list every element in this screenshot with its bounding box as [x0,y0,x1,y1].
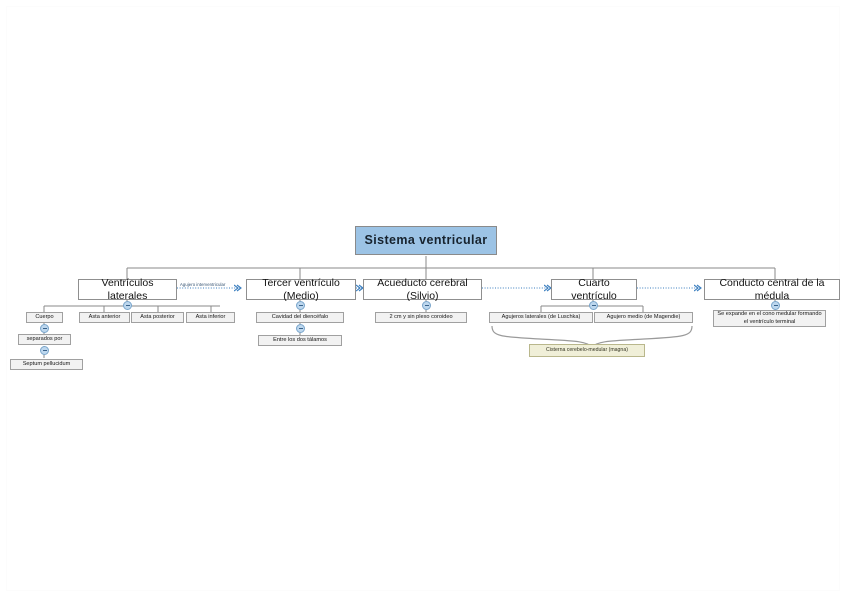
collapse-toggle-acueducto-cerebral[interactable] [422,301,431,310]
collapse-toggle-tercer-ventriculo[interactable] [296,301,305,310]
collapse-toggle-cuerpo[interactable] [40,324,49,333]
node-label: Ventrículos laterales [101,277,154,302]
node-label: Acueducto cerebral (Silvio) [377,277,468,302]
node-label: Asta posterior [140,314,175,321]
node-cuarto-ventriculo[interactable]: Cuarto ventrículo [551,277,637,302]
node-label: Conducto central de la médula [719,277,825,302]
collapse-toggle-conducto-central[interactable] [771,301,780,310]
edge-label-agujero-interventricular: Agujero interventricular [180,282,226,287]
collapse-toggle-cuarto-ventriculo[interactable] [589,301,598,310]
node-label: Entre los dos tálamos [273,337,327,344]
node-cavidad-del-diencefalo[interactable]: Cavidad del diencéfalo [256,312,344,323]
node-label: Cuerpo [35,314,54,321]
node-label: Agujeros laterales (de Luschka) [501,314,581,321]
node-cuerpo[interactable]: Cuerpo [26,312,63,323]
node-2cm-sin-plexo-coroideo[interactable]: 2 cm y sin plexo coroideo [375,312,467,323]
node-label: Cavidad del diencéfalo [271,314,329,321]
node-agujeros-laterales-luschka[interactable]: Agujeros laterales (de Luschka) [489,312,593,323]
node-asta-inferior[interactable]: Asta inferior [186,312,235,323]
note-cisterna-cerebelo-medular[interactable]: Cisterna cerebelo-medular (magna) [529,344,645,357]
collapse-toggle-separados-por[interactable] [40,346,49,355]
node-label: Asta anterior [88,314,121,321]
node-cono-medular-ventriculo-terminal[interactable]: Se expande en el cono medular formando e… [713,310,826,327]
node-asta-posterior[interactable]: Asta posterior [131,312,184,323]
node-label: Asta inferior [195,314,226,321]
collapse-toggle-cavidad-del-diencefalo[interactable] [296,324,305,333]
node-entre-los-dos-talamos[interactable]: Entre los dos tálamos [258,335,342,346]
node-agujero-medio-magendie[interactable]: Agujero medio (de Magendie) [594,312,693,323]
node-asta-anterior[interactable]: Asta anterior [79,312,130,323]
node-acueducto-cerebral[interactable]: Acueducto cerebral (Silvio) [363,277,482,302]
note-label: Cisterna cerebelo-medular (magna) [546,346,628,353]
node-label: Cuarto ventrículo [571,277,617,302]
node-sistema-ventricular[interactable]: Sistema ventricular [355,226,497,255]
node-label: separados por [26,336,63,343]
node-conducto-central[interactable]: Conducto central de la médula [704,277,840,302]
node-label: Sistema ventricular [364,233,488,248]
node-tercer-ventriculo[interactable]: Tercer ventrículo (Medio) [246,277,356,302]
node-septum-pellucidum[interactable]: Septum pellucidum [10,359,83,370]
node-ventriculos-laterales[interactable]: Ventrículos laterales [78,277,177,302]
node-label: Se expande en el cono medular formando e… [717,310,822,325]
node-label: Agujero medio (de Magendie) [606,314,681,321]
node-label: Tercer ventrículo (Medio) [262,277,340,302]
node-label: 2 cm y sin plexo coroideo [389,314,453,321]
node-separados-por[interactable]: separados por [18,334,71,345]
collapse-toggle-ventriculos-laterales[interactable] [123,301,132,310]
node-label: Septum pellucidum [22,361,71,368]
